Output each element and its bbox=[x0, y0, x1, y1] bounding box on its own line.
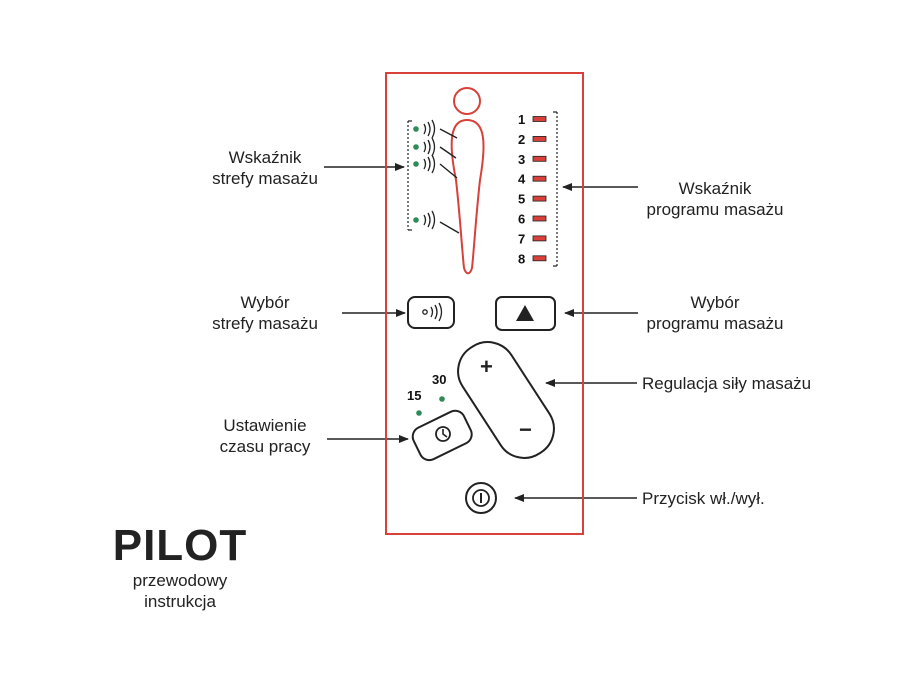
program-led bbox=[532, 215, 547, 222]
vibration-icon bbox=[422, 302, 443, 322]
program-led bbox=[532, 195, 547, 202]
program-number: 1 bbox=[518, 112, 525, 127]
program-led bbox=[532, 175, 547, 182]
page-title: PILOT bbox=[112, 521, 248, 570]
program-indicator-4: 4 bbox=[518, 172, 547, 187]
zone-led-3 bbox=[413, 154, 458, 179]
program-indicator-6: 6 bbox=[518, 212, 547, 227]
program-indicator-2: 2 bbox=[518, 132, 547, 147]
zone-led-1 bbox=[413, 119, 458, 139]
remote-outline bbox=[385, 72, 584, 535]
intensity-plus: + bbox=[480, 354, 493, 379]
power-button[interactable] bbox=[465, 482, 497, 514]
title-block: PILOT przewodowy instrukcja bbox=[95, 522, 265, 612]
program-led bbox=[532, 255, 547, 262]
label-power-regulation: Regulacja siły masażu bbox=[642, 374, 812, 393]
program-indicator-5: 5 bbox=[518, 192, 547, 207]
program-led bbox=[532, 155, 547, 162]
program-number: 4 bbox=[518, 172, 526, 187]
label-power-button: Przycisk wł./wył. bbox=[642, 489, 765, 508]
zone-select-button[interactable] bbox=[407, 296, 455, 329]
clock-icon bbox=[435, 426, 451, 442]
intensity-minus: − bbox=[519, 417, 532, 442]
program-indicator-1: 1 bbox=[518, 112, 547, 127]
body-silhouette-icon bbox=[450, 118, 485, 275]
program-number: 7 bbox=[518, 231, 525, 246]
triangle-up-icon bbox=[516, 305, 534, 321]
program-indicator-7: 7 bbox=[518, 231, 547, 246]
program-indicator-8: 8 bbox=[518, 251, 547, 266]
timer-button[interactable] bbox=[409, 407, 475, 463]
timer-led-30 bbox=[439, 396, 445, 402]
program-number: 2 bbox=[518, 132, 525, 147]
program-led bbox=[532, 135, 547, 142]
body-head-icon bbox=[453, 87, 481, 115]
program-select-button[interactable] bbox=[495, 296, 556, 331]
zone-led-2 bbox=[413, 137, 457, 159]
program-number: 5 bbox=[518, 192, 525, 207]
timer-label-15: 15 bbox=[407, 388, 421, 403]
subtitle-line-2: instrukcja bbox=[144, 592, 216, 611]
intensity-rocker[interactable] bbox=[447, 331, 564, 468]
zone-led-4 bbox=[413, 210, 460, 234]
program-indicator-3: 3 bbox=[518, 152, 547, 167]
program-number: 3 bbox=[518, 152, 525, 167]
program-number: 8 bbox=[518, 251, 525, 266]
subtitle-line-1: przewodowy bbox=[132, 571, 228, 590]
timer-led-15 bbox=[416, 410, 422, 416]
program-led bbox=[532, 235, 547, 242]
program-number: 6 bbox=[518, 212, 525, 227]
timer-label-30: 30 bbox=[432, 372, 446, 387]
program-led bbox=[532, 116, 547, 122]
